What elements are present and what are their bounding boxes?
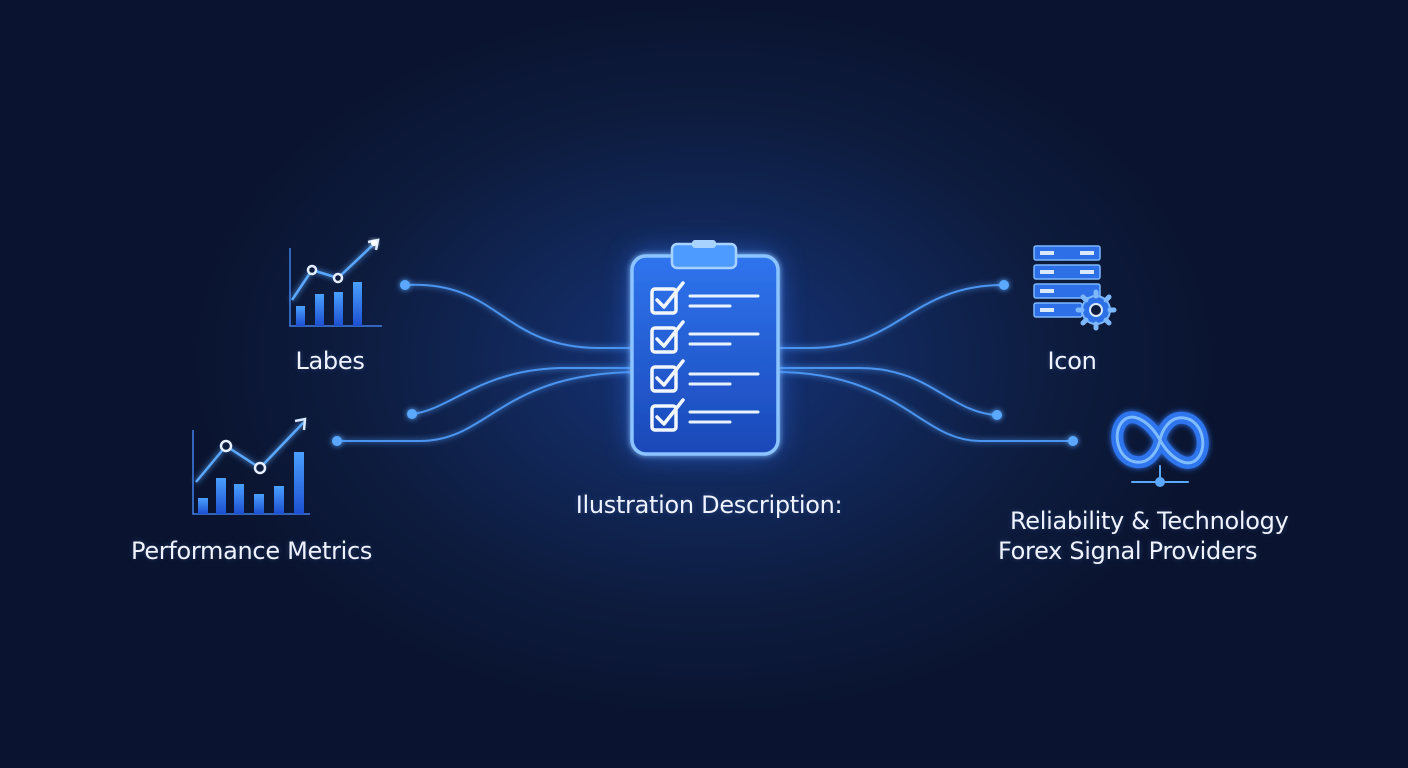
connector-top-right bbox=[775, 284, 1005, 349]
node-mid-left bbox=[407, 409, 417, 419]
checklist-clipboard-icon bbox=[630, 240, 780, 456]
connector-mid-left bbox=[411, 367, 640, 415]
label-top-left: Labes bbox=[295, 347, 365, 375]
connector-lines bbox=[337, 283, 1073, 442]
server-gear-icon bbox=[1033, 245, 1117, 331]
bar-line-chart-icon bbox=[192, 417, 310, 515]
infinity-network-icon bbox=[1111, 411, 1209, 487]
connector-nodes bbox=[332, 280, 1078, 446]
connector-top-left bbox=[404, 283, 640, 349]
bar-line-chart-icon bbox=[289, 238, 382, 327]
label-bottom-right-line2: Forex Signal Providers bbox=[998, 537, 1258, 565]
connector-bottom-left bbox=[337, 371, 641, 442]
connector-mid-right bbox=[775, 367, 998, 416]
node-bottom-left bbox=[332, 436, 342, 446]
label-top-right: Icon bbox=[1047, 347, 1097, 375]
node-top-right bbox=[999, 280, 1009, 290]
connector-bottom-right bbox=[774, 371, 1073, 442]
label-center: Ilustration Description: bbox=[575, 491, 843, 519]
node-mid-right bbox=[992, 410, 1002, 420]
label-bottom-left: Performance Metrics bbox=[131, 537, 373, 565]
node-top-left bbox=[400, 280, 410, 290]
label-bottom-right-line1: Reliability & Technology bbox=[1010, 507, 1289, 535]
node-bottom-right bbox=[1068, 436, 1078, 446]
